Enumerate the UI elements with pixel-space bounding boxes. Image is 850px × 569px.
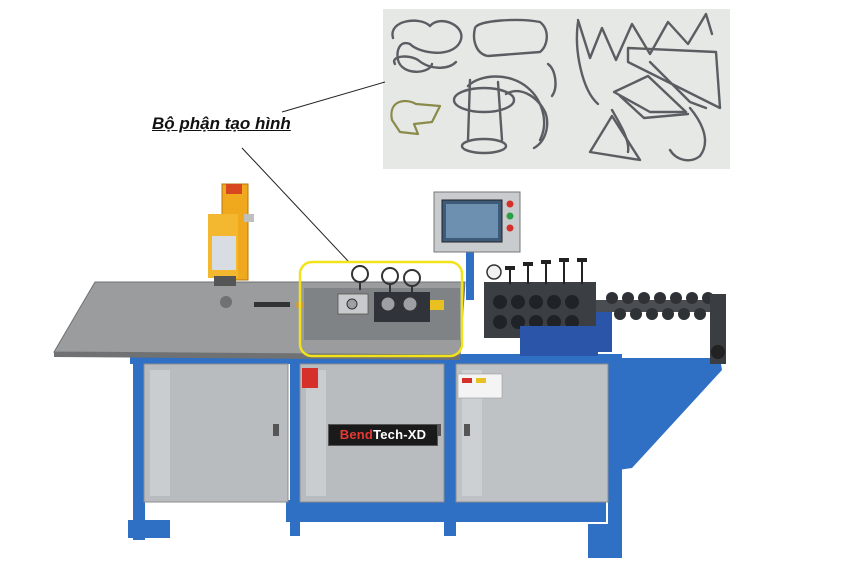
brand-nameplate: BendTech-XD bbox=[328, 424, 438, 446]
control-buttons-icon bbox=[506, 200, 514, 208]
wire-feeder bbox=[484, 258, 612, 356]
brand-name-part2: Tech-XD bbox=[373, 427, 427, 442]
pressure-gauge-icon bbox=[486, 264, 502, 280]
forming-part-callout-label: Bộ phận tạo hình bbox=[152, 114, 291, 133]
straightening-arm bbox=[596, 292, 726, 364]
callout-leader-bottom bbox=[241, 147, 350, 263]
brand-name-part1: Bend bbox=[339, 427, 374, 442]
forming-unit-highlight bbox=[298, 260, 464, 358]
control-panel bbox=[433, 191, 521, 300]
forming-unit bbox=[298, 260, 464, 358]
sample-products-panel bbox=[383, 9, 730, 169]
cabinet-doors bbox=[143, 363, 609, 503]
callout-leader-top bbox=[281, 81, 386, 113]
bending-mast bbox=[208, 183, 254, 286]
